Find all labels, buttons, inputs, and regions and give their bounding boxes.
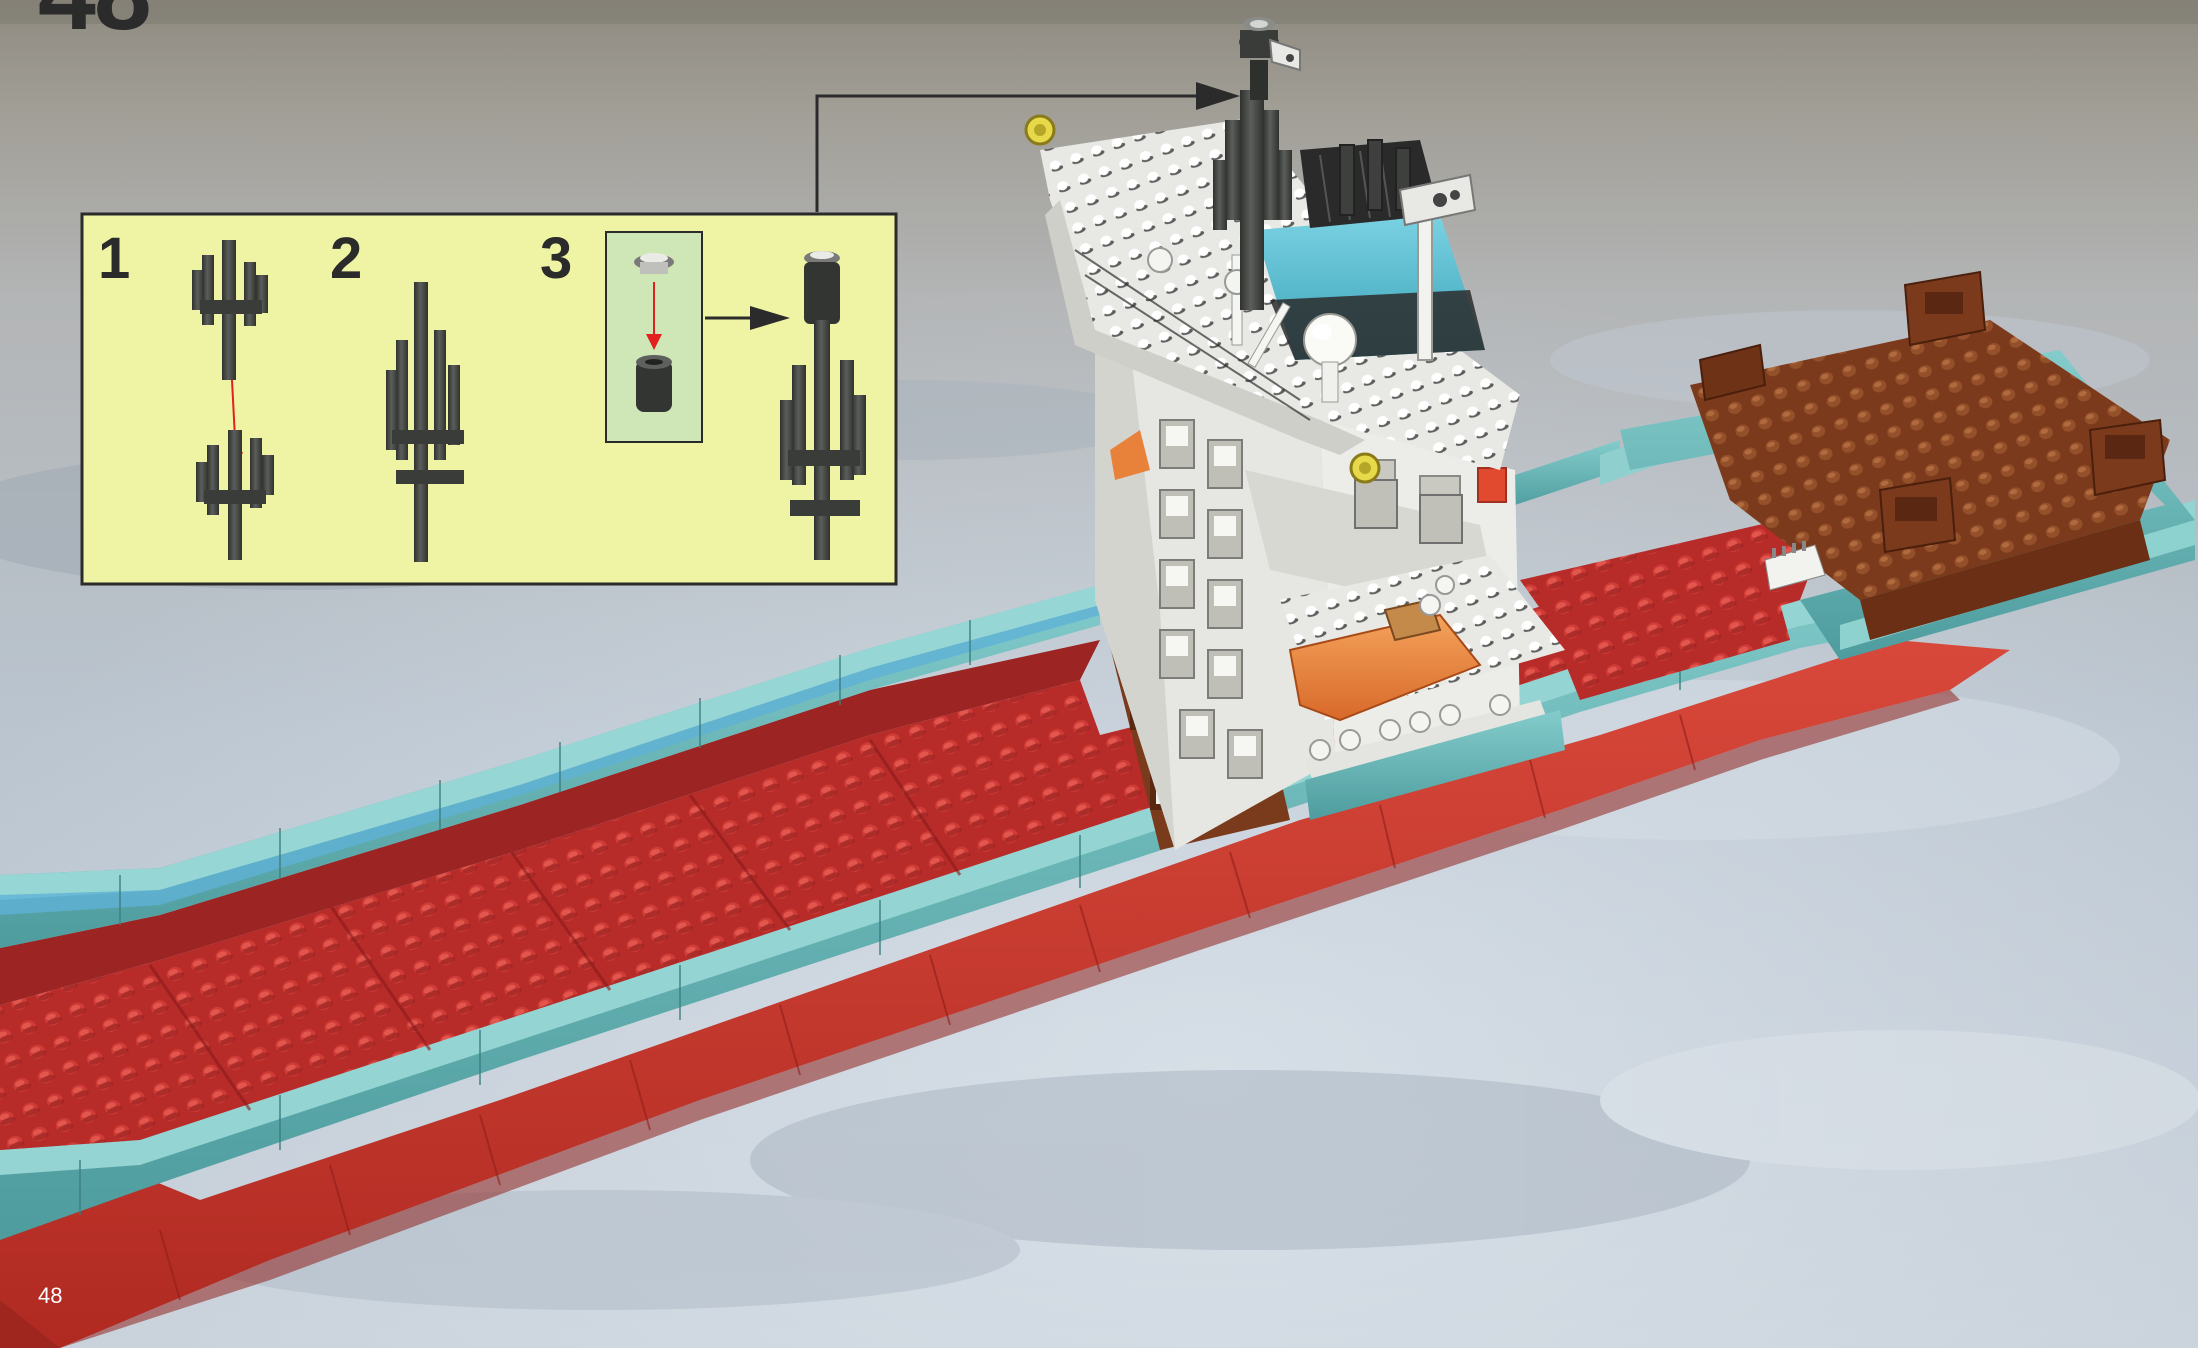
sub-assembly-inset xyxy=(82,214,896,584)
sub-step-2-label: 2 xyxy=(330,230,362,288)
sub-step-3-label: 3 xyxy=(540,230,572,288)
page-number: 48 xyxy=(38,1283,62,1309)
step-number: 48 xyxy=(38,0,150,46)
sub-step-1-label: 1 xyxy=(98,230,130,288)
